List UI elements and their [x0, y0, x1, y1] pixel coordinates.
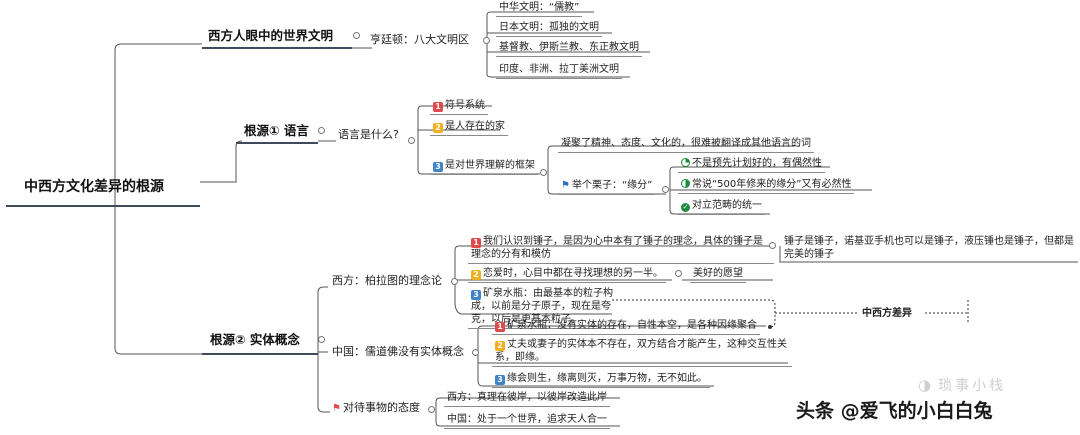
west-item-1-label: 我们认识到锤子，是因为心中本有了锤子的理念，具体的锤子是理念的分有和模仿: [471, 236, 763, 260]
progress-quarter-icon: [681, 158, 690, 167]
west-node[interactable]: 西方：柏拉图的理念论: [332, 274, 442, 287]
collapse-toggle-icon[interactable]: [483, 37, 490, 44]
attitude-item-1[interactable]: 西方：真理在彼岸，以彼岸改造此岸: [444, 391, 610, 407]
wechat-icon: ◑: [918, 376, 935, 394]
branch-western-view-sub[interactable]: 亨廷顿：八大文明区: [370, 33, 469, 46]
china-item-1-label: 矿泉水瓶：没有实体的存在，自性本空，是各种因缘聚合: [507, 320, 757, 331]
branch-entity-title[interactable]: 根源② 实体概念: [210, 332, 300, 347]
priority-3-icon: 3: [471, 290, 481, 300]
collapse-toggle-icon[interactable]: [472, 349, 479, 356]
byline-text: 头条 @爱飞的小白白兔: [796, 400, 993, 422]
collapse-toggle-icon[interactable]: [451, 278, 458, 285]
attitude-item-2[interactable]: 中国：处于一个世界，追求天人合一: [444, 413, 610, 429]
collapse-toggle-icon[interactable]: [428, 406, 435, 413]
branch-western-view-title[interactable]: 西方人眼中的世界文明: [208, 28, 334, 43]
west-item-2-label: 恋爱时，心目中都在寻找理想的另一半。: [483, 268, 663, 279]
example-item-1-label: 不是预先计划好的，有偶然性: [692, 158, 822, 169]
frame-detail-node[interactable]: 凝聚了精神、态度、文化的，很难被翻译成其他语言的词: [558, 137, 814, 153]
china-node[interactable]: 中国：儒道佛没有实体概念: [332, 345, 464, 358]
progress-half-icon: [681, 179, 690, 188]
branch-language-title[interactable]: 根源① 语言: [244, 123, 309, 138]
west-item-2-detail[interactable]: 美好的愿望: [690, 267, 746, 283]
root-node[interactable]: 中西方文化差异的根源: [24, 179, 164, 195]
example-item-3[interactable]: ✓对立范畴的统一: [678, 199, 765, 215]
collapse-toggle-icon[interactable]: [662, 186, 669, 193]
west-item-1-detail[interactable]: 锤子是锤子，诺基亚手机也可以是锤子，液压锤也是锤子，但都是完美的锤子: [784, 236, 1074, 260]
priority-3-icon: 3: [495, 375, 505, 385]
flag-icon: ⚑: [561, 180, 570, 191]
flag-icon: ⚑: [332, 403, 341, 414]
priority-2-icon: 2: [495, 341, 505, 351]
collapse-toggle-icon[interactable]: [318, 127, 325, 134]
example-node[interactable]: ⚑举个栗子：“缘分”: [558, 179, 656, 195]
attitude-label: 对待事物的态度: [342, 401, 420, 414]
watermark-label: 琐事小栈: [938, 378, 1007, 394]
example-item-2[interactable]: 常说“500年修来的缘分”又有必然性: [678, 178, 855, 194]
watermark-text: ◑琐事小栈: [918, 375, 1006, 395]
civilization-item-1[interactable]: 中华文明：“儒教”: [496, 1, 583, 17]
priority-1-icon: 1: [433, 102, 443, 112]
collapse-toggle-icon[interactable]: [318, 336, 325, 343]
language-item-3-label: 是对世界理解的框架: [445, 160, 535, 171]
priority-3-icon: 3: [433, 162, 443, 172]
example-item-1[interactable]: 不是预先计划好的，有偶然性: [678, 157, 825, 173]
relationship-label[interactable]: 中西方差异: [862, 308, 912, 319]
civilization-item-2[interactable]: 日本文明：孤独的文明: [496, 21, 602, 37]
civilization-item-3[interactable]: 基督教、伊斯兰教、东正教文明: [496, 41, 642, 57]
collapse-toggle-icon[interactable]: [540, 169, 547, 176]
priority-1-icon: 1: [495, 322, 505, 332]
collapse-toggle-icon[interactable]: [769, 242, 776, 249]
language-item-1-label: 符号系统: [445, 100, 485, 111]
priority-2-icon: 2: [471, 270, 481, 280]
example-item-2-label: 常说“500年修来的缘分”又有必然性: [692, 179, 852, 190]
china-item-3-label: 缘会则生，缘离则灭，万事万物，无不如此。: [507, 373, 707, 384]
check-done-icon: ✓: [681, 203, 690, 212]
language-what-node[interactable]: 语言是什么?: [338, 128, 399, 141]
example-item-3-label: 对立范畴的统一: [692, 200, 762, 211]
attitude-node[interactable]: ⚑对待事物的态度: [332, 401, 420, 416]
collapse-toggle-icon[interactable]: [408, 137, 415, 144]
china-item-2-label: 丈夫或妻子的实体本不存在，双方结合才能产生，这种交互性关系，即缘。: [495, 339, 787, 363]
collapse-toggle-icon[interactable]: [353, 32, 360, 39]
collapse-toggle-icon[interactable]: [675, 270, 682, 277]
language-item-2-label: 是人存在的家: [445, 121, 505, 132]
priority-2-icon: 2: [433, 123, 443, 133]
priority-1-icon: 1: [471, 238, 481, 248]
civilization-item-4[interactable]: 印度、非洲、拉丁美洲文明: [496, 63, 622, 79]
example-label: 举个栗子：“缘分”: [571, 180, 653, 191]
west-item-3-label: 矿泉水瓶：由最基本的粒子构成，以前是分子原子，现在是夸克，以后是更基本粒子。: [471, 288, 613, 325]
